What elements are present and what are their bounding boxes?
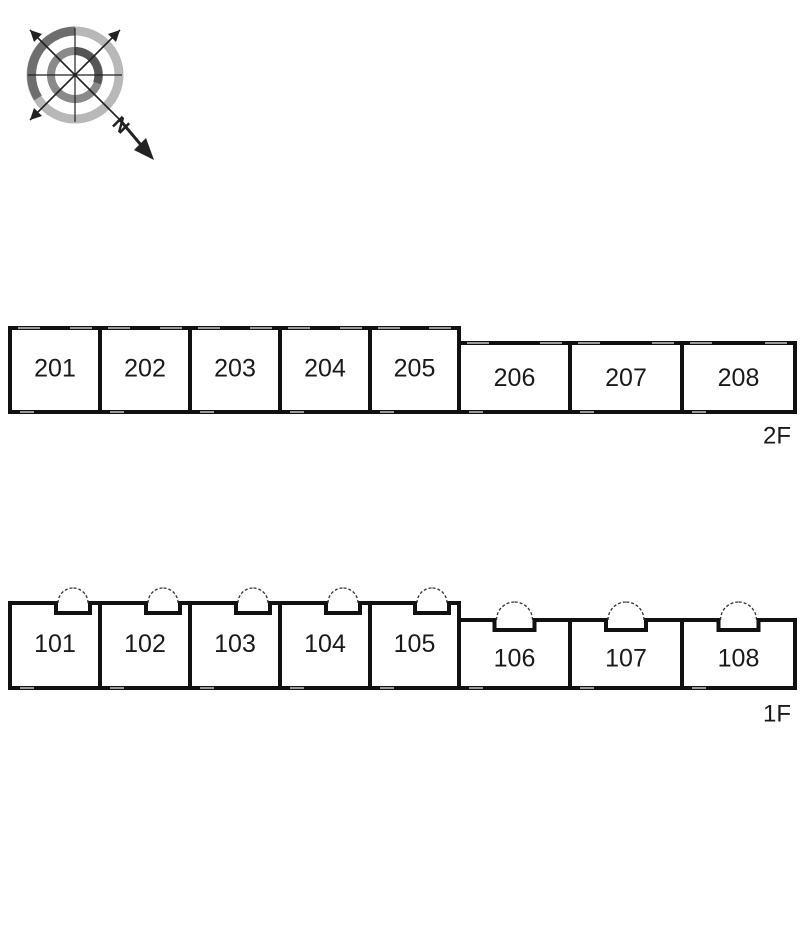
unit-202[interactable]: 202 [98, 326, 192, 414]
unit-107[interactable]: 107 [568, 601, 684, 690]
door-swing-icon [607, 601, 627, 621]
unit-105[interactable]: 105 [368, 587, 461, 690]
unit-201[interactable]: 201 [8, 326, 102, 414]
door-swing-icon [719, 601, 739, 621]
door-opening [608, 618, 644, 623]
unit-wall [8, 326, 102, 414]
unit-label: 108 [718, 645, 760, 673]
unit-label: 202 [124, 355, 166, 383]
unit-label: 105 [394, 630, 436, 658]
door-swing-icon [342, 587, 359, 604]
unit-wall [568, 341, 684, 414]
door-opening [148, 601, 178, 606]
unit-106[interactable]: 106 [457, 601, 572, 690]
unit-label: 107 [605, 645, 647, 673]
unit-206[interactable]: 206 [457, 341, 572, 414]
north-arrow-icon [118, 119, 154, 160]
floor-label: 1F [763, 700, 791, 727]
unit-label: 106 [494, 645, 536, 673]
unit-label: 101 [34, 630, 76, 658]
door-swing-icon [57, 587, 74, 604]
unit-label: 208 [718, 364, 760, 392]
door-opening [496, 618, 533, 623]
door-swing-icon [327, 587, 344, 604]
unit-wall [98, 601, 192, 690]
unit-label: 204 [304, 355, 346, 383]
unit-label: 203 [214, 355, 256, 383]
unit-108[interactable]: 108 [680, 601, 797, 690]
door-swing-icon [431, 587, 448, 604]
unit-label: 103 [214, 630, 256, 658]
unit-label: 102 [124, 630, 166, 658]
compass-rose-icon [26, 26, 124, 124]
door-swing-icon [72, 587, 89, 604]
unit-205[interactable]: 205 [368, 326, 461, 414]
unit-wall [680, 341, 797, 414]
floor-2F: 201 202 203 204 205 206 207 208 2F [8, 326, 797, 449]
door-swing-icon [147, 587, 164, 604]
door-swing-icon [738, 601, 758, 621]
unit-wall [278, 601, 372, 690]
door-opening [58, 601, 88, 606]
door-opening [417, 601, 447, 606]
unit-label: 205 [394, 355, 436, 383]
compass: N [26, 26, 154, 160]
unit-204[interactable]: 204 [278, 326, 372, 414]
unit-label: 207 [605, 364, 647, 392]
unit-wall [457, 341, 572, 414]
door-swing-icon [162, 587, 179, 604]
door-opening [720, 618, 757, 623]
unit-label: 201 [34, 355, 76, 383]
unit-label: 104 [304, 630, 346, 658]
unit-101[interactable]: 101 [8, 587, 102, 690]
door-swing-icon [625, 601, 645, 621]
unit-label: 206 [494, 364, 536, 392]
door-swing-icon [495, 601, 515, 621]
floor-label: 2F [763, 422, 791, 449]
unit-203[interactable]: 203 [188, 326, 282, 414]
door-swing-icon [416, 587, 433, 604]
door-opening [328, 601, 358, 606]
unit-104[interactable]: 104 [278, 587, 372, 690]
unit-207[interactable]: 207 [568, 341, 684, 414]
compass-north-letter: N [108, 113, 134, 139]
door-swing-icon [514, 601, 534, 621]
door-swing-icon [252, 587, 269, 604]
unit-208[interactable]: 208 [680, 341, 797, 414]
door-swing-icon [237, 587, 254, 604]
unit-102[interactable]: 102 [98, 587, 192, 690]
unit-103[interactable]: 103 [188, 587, 282, 690]
door-opening [238, 601, 268, 606]
